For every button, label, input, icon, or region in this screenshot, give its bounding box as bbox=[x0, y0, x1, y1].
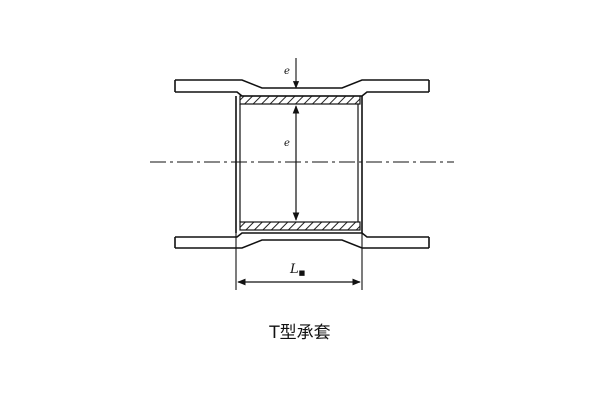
bottom-liner-hatch bbox=[239, 221, 361, 231]
length-label: L■ bbox=[290, 262, 305, 277]
wall-thickness-label: e bbox=[284, 66, 290, 77]
inner-diameter-label: e bbox=[284, 138, 290, 149]
length-subscript: ■ bbox=[298, 269, 306, 277]
socket-outline bbox=[174, 79, 430, 249]
length-symbol: L bbox=[290, 262, 299, 277]
top-liner-hatch bbox=[239, 95, 361, 105]
diagram-caption: T型承套 bbox=[269, 323, 331, 343]
